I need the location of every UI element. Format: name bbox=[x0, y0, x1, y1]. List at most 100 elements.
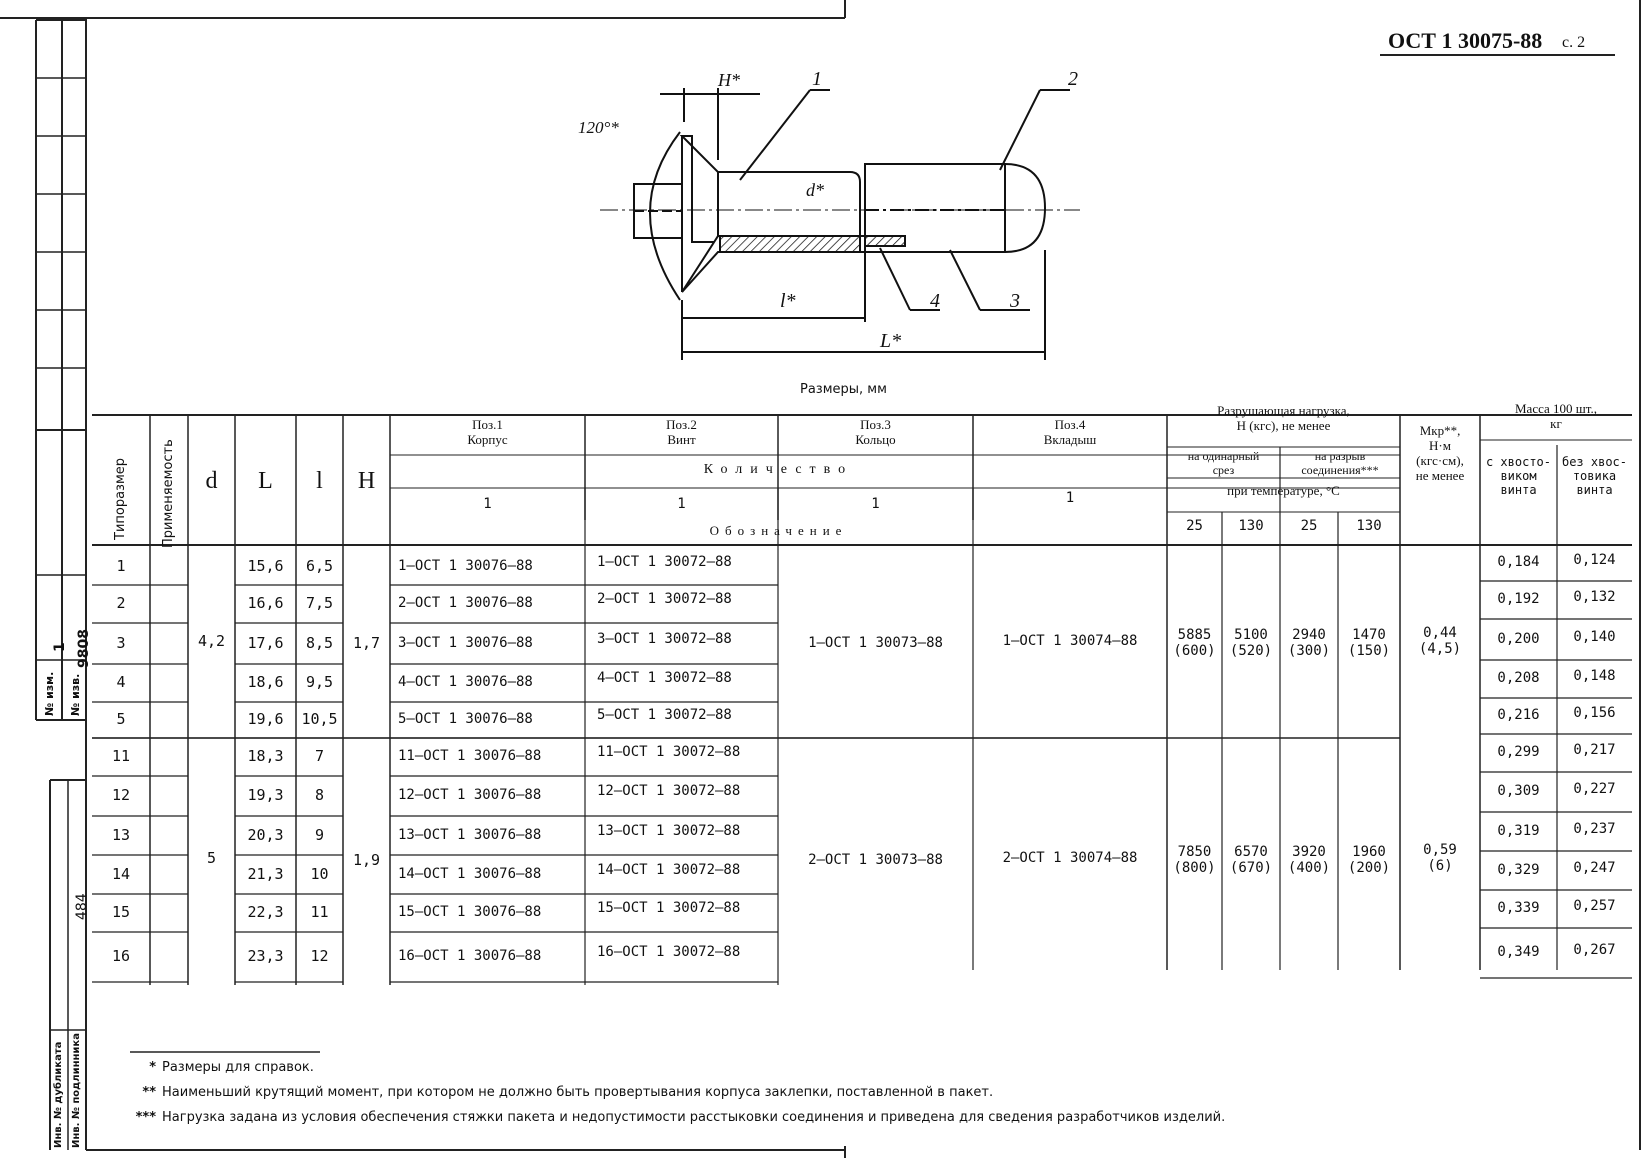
group2-pos4: 2–ОСТ 1 30074–88 bbox=[1002, 850, 1138, 866]
row-pos2-5: 5–ОСТ 1 30072–88 bbox=[597, 707, 732, 723]
footnote-text: Нагрузка задана из условия обеспечения с… bbox=[162, 1110, 1226, 1125]
row-l-12: 8 bbox=[314, 786, 325, 804]
row-l-14: 10 bbox=[310, 864, 329, 883]
row-L-5: 19,6 bbox=[247, 710, 284, 728]
row-pos2-14: 14–ОСТ 1 30072–88 bbox=[597, 861, 741, 878]
row-l-2: 7,5 bbox=[305, 594, 334, 612]
mass-without-header: без хвос- товика винта bbox=[1561, 455, 1628, 497]
row-l-16: 12 bbox=[310, 947, 329, 965]
diameter-label: d* bbox=[806, 180, 824, 200]
row-pos2-16: 16–ОСТ 1 30072–88 bbox=[597, 944, 741, 960]
row-mass-without-14: 0,247 bbox=[1573, 859, 1616, 876]
row-mass-with-11: 0,299 bbox=[1497, 744, 1540, 760]
group2-d: 5 bbox=[206, 849, 217, 867]
group1-pos3: 1–ОСТ 1 30073–88 bbox=[808, 635, 943, 651]
row-pos2-11: 11–ОСТ 1 30072–88 bbox=[597, 744, 741, 760]
group2-load-1: 6570 (670) bbox=[1229, 844, 1273, 877]
row-type-14: 14 bbox=[111, 864, 131, 883]
row-mass-with-4: 0,208 bbox=[1497, 670, 1540, 686]
row-pos1-15: 15–ОСТ 1 30076–88 bbox=[398, 904, 542, 920]
load-header: Разрушающая нагрузка, Н (кгс), не менее bbox=[1217, 403, 1350, 433]
row-L-13: 20,3 bbox=[247, 825, 284, 844]
row-mass-without-4: 0,148 bbox=[1573, 668, 1616, 684]
group2-H: 1,9 bbox=[352, 851, 381, 869]
group1-H: 1,7 bbox=[352, 634, 381, 652]
qty-pos4: 1 bbox=[1065, 490, 1075, 506]
group2-load-3: 1960 (200) bbox=[1347, 844, 1391, 877]
row-mass-without-2: 0,132 bbox=[1573, 589, 1616, 605]
row-pos1-14: 14–ОСТ 1 30076–88 bbox=[398, 865, 542, 882]
row-type-11: 11 bbox=[111, 747, 131, 765]
footnotes: *Размеры для справок.**Наименьший крутящ… bbox=[130, 1055, 1226, 1130]
row-mass-without-3: 0,140 bbox=[1573, 628, 1616, 645]
mkr-header: Мкр**, Н·м (кгс·см), не менее bbox=[1415, 423, 1465, 483]
group1-load-2: 2940 (300) bbox=[1287, 627, 1331, 660]
row-L-11: 18,3 bbox=[247, 747, 284, 765]
group2-load-0: 7850 (800) bbox=[1173, 844, 1216, 877]
row-type-1: 1 bbox=[116, 556, 126, 575]
row-l-13: 9 bbox=[314, 825, 325, 844]
pos3-header: Поз.3 Кольцо bbox=[855, 417, 896, 447]
row-mass-without-16: 0,267 bbox=[1573, 942, 1616, 958]
total-length-label: L* bbox=[880, 330, 902, 352]
row-L-15: 22,3 bbox=[247, 903, 284, 921]
row-l-11: 7 bbox=[314, 747, 325, 765]
row-l-3: 8,5 bbox=[305, 633, 334, 652]
row-pos1-13: 13–ОСТ 1 30076–88 bbox=[398, 826, 542, 843]
col-d-header: d bbox=[205, 468, 218, 494]
row-mass-without-13: 0,237 bbox=[1573, 820, 1616, 837]
row-mass-with-15: 0,339 bbox=[1497, 900, 1540, 916]
callout-2: 2 bbox=[1068, 68, 1078, 90]
col-H-header: H bbox=[357, 468, 376, 494]
row-mass-with-14: 0,329 bbox=[1497, 861, 1540, 878]
group2-mkr: 0,59 (6) bbox=[1423, 842, 1457, 875]
head-height-label: H* bbox=[718, 70, 740, 90]
row-mass-with-16: 0,349 bbox=[1497, 944, 1540, 960]
row-type-4: 4 bbox=[116, 673, 126, 691]
row-pos2-12: 12–ОСТ 1 30072–88 bbox=[597, 783, 741, 799]
row-mass-with-3: 0,200 bbox=[1497, 630, 1540, 647]
row-pos2-3: 3–ОСТ 1 30072–88 bbox=[597, 630, 732, 647]
footnote-3: *** Нагрузка задана из условия обеспечени… bbox=[130, 1105, 1226, 1130]
row-type-16: 16 bbox=[111, 947, 131, 965]
qty-pos3: 1 bbox=[871, 496, 880, 512]
group2-load-2: 3920 (400) bbox=[1287, 844, 1331, 877]
row-mass-without-1: 0,124 bbox=[1573, 551, 1616, 568]
footnote-mark: *** bbox=[135, 1110, 156, 1125]
header-page: с. 2 bbox=[1562, 34, 1586, 51]
temp-header: при температуре, °С bbox=[1227, 483, 1340, 498]
qty-header: Количество bbox=[703, 462, 854, 477]
pos2-header: Поз.2 Винт bbox=[666, 417, 697, 447]
col-apply-header: Применяемость bbox=[161, 439, 176, 548]
row-l-1: 6,5 bbox=[305, 556, 334, 575]
grip-length-label: l* bbox=[780, 290, 796, 312]
footnote-2: **Наименьший крутящий момент, при которо… bbox=[130, 1080, 1225, 1105]
table-caption: Размеры, мм bbox=[800, 382, 887, 397]
row-pos2-2: 2–ОСТ 1 30072–88 bbox=[597, 591, 732, 607]
row-pos2-1: 1–ОСТ 1 30072–88 bbox=[597, 553, 732, 570]
row-type-3: 3 bbox=[116, 633, 126, 652]
temp-0: 25 bbox=[1186, 518, 1203, 534]
mass-with-header: с хвосто- виком винта bbox=[1485, 455, 1552, 497]
row-pos1-4: 4–ОСТ 1 30076–88 bbox=[398, 674, 533, 690]
group2-pos3: 2–ОСТ 1 30073–88 bbox=[808, 852, 943, 868]
angle-label: 120°* bbox=[578, 118, 619, 137]
row-pos1-2: 2–ОСТ 1 30076–88 bbox=[398, 595, 533, 611]
temp-1: 130 bbox=[1238, 518, 1264, 534]
callout-1: 1 bbox=[812, 68, 822, 90]
row-L-2: 16,6 bbox=[247, 594, 284, 612]
footnote-mark: ** bbox=[142, 1085, 156, 1100]
row-l-15: 11 bbox=[310, 903, 329, 921]
row-mass-with-13: 0,319 bbox=[1497, 822, 1540, 839]
col-type-header: Типоразмер bbox=[113, 457, 128, 540]
group1-d: 4,2 bbox=[197, 632, 226, 650]
row-mass-without-15: 0,257 bbox=[1573, 898, 1616, 914]
qty-pos1: 1 bbox=[483, 496, 492, 512]
row-L-16: 23,3 bbox=[247, 947, 284, 965]
row-pos2-15: 15–ОСТ 1 30072–88 bbox=[597, 900, 741, 916]
temp-2: 25 bbox=[1300, 518, 1318, 534]
row-pos2-4: 4–ОСТ 1 30072–88 bbox=[597, 670, 732, 686]
row-l-5: 10,5 bbox=[301, 710, 338, 728]
temp-3: 130 bbox=[1356, 518, 1382, 534]
